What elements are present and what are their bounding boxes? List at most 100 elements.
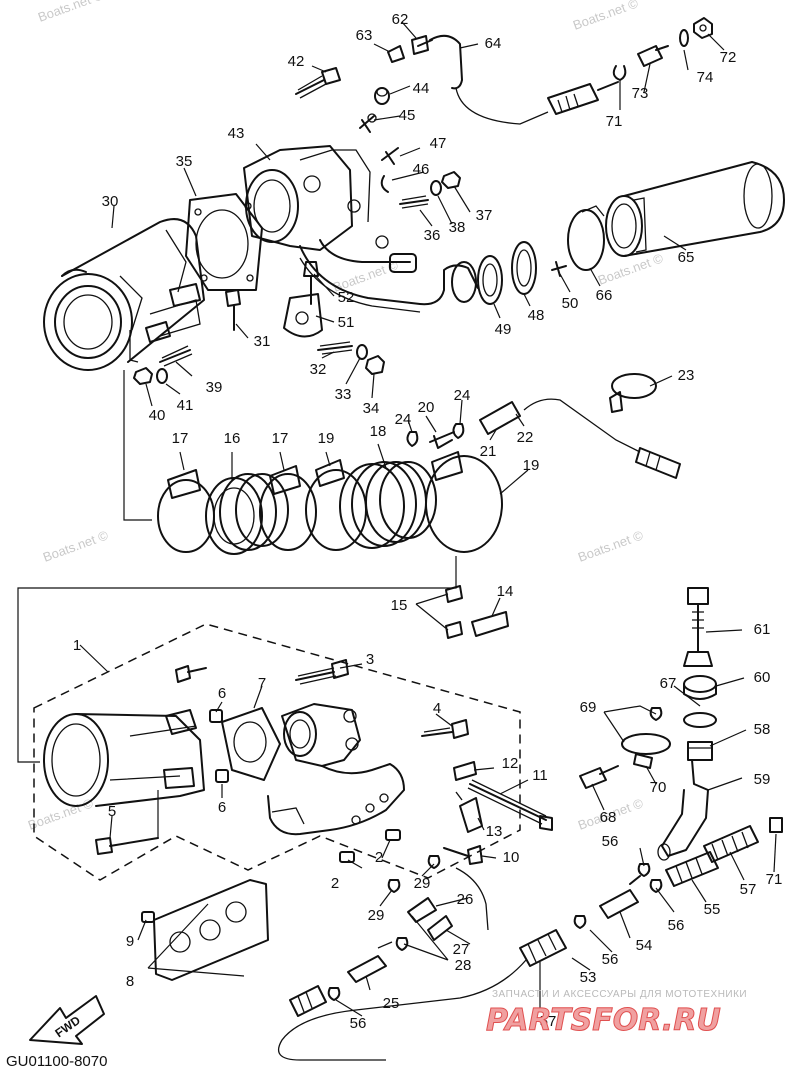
clamp-69 [649,707,663,721]
callout-13: 13 [486,823,503,840]
clamp-56c [649,879,663,893]
callout-10: 10 [503,849,520,866]
callout-7: 7 [258,675,266,692]
callout-73: 73 [632,85,649,102]
nut-37 [441,171,461,189]
washer-38 [430,180,442,196]
callout-63: 63 [356,27,373,44]
exhaust-pipe [43,709,205,807]
clamp-63 [387,45,405,63]
callout-18: 18 [370,423,387,440]
callout-54: 54 [636,937,653,954]
gasket-8 [153,879,269,981]
washer-33 [356,344,368,360]
callout-48: 48 [528,307,545,324]
water-tube [299,245,479,313]
clamp-29a [387,879,401,893]
hose-57b [703,825,759,863]
callout-2: 2 [331,875,339,892]
gasket-48 [511,241,537,295]
bolt-50 [551,261,567,277]
bolt-31 [225,289,241,331]
callout-16: 16 [224,430,241,447]
callout-3: 3 [366,651,374,668]
callout-29: 29 [414,875,431,892]
callout-47: 47 [430,135,447,152]
callout-39: 39 [206,379,223,396]
diagram-code: GU01100-8070 [6,1053,107,1070]
watermarks: Boats.net © Boats.net © Boats.net © Boat… [26,0,666,833]
callout-15: 15 [391,597,408,614]
screw-1 [175,665,207,683]
fitting-61 [683,587,713,667]
callout-24: 24 [395,411,412,428]
hose-59 [657,759,709,861]
clamp-23 [609,373,657,413]
callout-6: 6 [218,799,226,816]
clamp-24a [406,431,419,447]
fitting-73 [637,45,669,67]
lower-assembly: FWD [29,585,783,1061]
cap-60 [683,675,717,700]
clamp-24b [452,423,465,439]
watermark-text: Boats.net © [596,250,666,288]
callout-53: 53 [580,969,597,986]
nut-34 [365,355,385,375]
tail-pipe-65 [605,161,785,257]
callout-32: 32 [310,361,327,378]
hose-18 [339,461,437,549]
callout-57: 57 [540,1013,557,1030]
clamp-71-top [612,65,627,81]
callout-46: 46 [413,161,430,178]
dowel-2b [339,851,355,863]
callout-41: 41 [177,397,194,414]
callout-17: 17 [272,430,289,447]
callout-56: 56 [602,833,619,850]
callout-51: 51 [338,314,355,331]
callout-9: 9 [126,933,134,950]
clamp-56d [327,987,341,1001]
upper-muffler-assembly [43,17,785,521]
callout-27: 27 [453,941,470,958]
callout-34: 34 [363,400,380,417]
callout-12: 12 [502,755,519,772]
callout-66: 66 [596,287,613,304]
callout-56: 56 [668,917,685,934]
bolt-6a [209,709,223,723]
callout-55: 55 [704,901,721,918]
callout-31: 31 [254,333,271,350]
callout-23: 23 [678,367,695,384]
dowel-2a [385,829,401,841]
fitting-62 [411,35,429,55]
callout-71: 71 [766,871,783,888]
watermark-text: Boats.net © [41,527,111,565]
callout-1: 1 [73,637,81,654]
washer-67 [683,712,717,728]
callout-26: 26 [457,891,474,908]
gasket-49 [477,255,503,305]
watermark-text: Boats.net © [571,0,641,33]
fitting-45 [359,113,377,133]
callout-42: 42 [288,53,305,70]
fwd-arrow: FWD [29,995,105,1045]
fitting-26 [407,897,437,923]
callout-67: 67 [660,675,677,692]
exhaust-manifold [267,703,405,836]
hose-27 [427,867,489,941]
stud-39 [159,345,193,367]
callout-4: 4 [433,700,441,717]
clamp-56b [637,863,651,877]
callout-20: 20 [418,399,435,416]
callout-6: 6 [218,685,226,702]
clamp-70 [621,733,671,769]
callout-35: 35 [176,153,193,170]
clamp-19b [425,451,503,553]
fitting-47 [381,147,399,165]
hose-55 [665,851,719,887]
hose-16 [205,473,289,555]
clip-46 [380,175,389,193]
nut-40 [133,367,153,385]
fitting-68 [579,765,619,789]
callout-69: 69 [580,699,597,716]
clamp-28 [395,937,409,951]
